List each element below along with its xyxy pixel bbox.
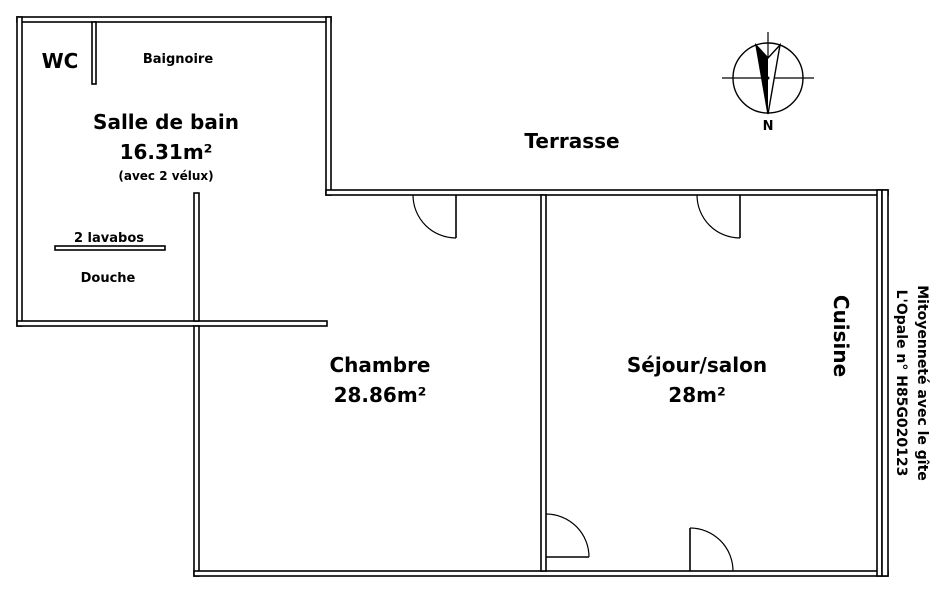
label-cuisine: Cuisine	[829, 295, 853, 377]
door-sejour	[696, 194, 741, 239]
compass: N	[722, 32, 814, 134]
label-salle-de-bain: Salle de bain	[93, 110, 239, 134]
label-salle-de-bain-area: 16.31m²	[120, 140, 213, 164]
label-douche: Douche	[81, 271, 136, 286]
label-chambre-area: 28.86m²	[334, 383, 427, 407]
walls	[16, 16, 889, 577]
door-interior	[545, 513, 590, 558]
label-mitoyennete-line2: L'Opale n° H85G020123	[893, 290, 909, 477]
doors	[412, 194, 741, 572]
label-sejour: Séjour/salon	[627, 353, 767, 377]
label-baignoire: Baignoire	[143, 52, 213, 67]
label-chambre: Chambre	[330, 353, 431, 377]
label-salle-de-bain-note: (avec 2 vélux)	[118, 169, 213, 183]
door-chambre	[412, 194, 457, 239]
door-exterior	[689, 527, 734, 572]
label-sejour-area: 28m²	[668, 383, 725, 407]
label-wc: WC	[42, 49, 79, 73]
label-terrasse: Terrasse	[524, 129, 619, 153]
label-lavabos: 2 lavabos	[74, 231, 144, 246]
compass-label: N	[763, 119, 774, 134]
label-mitoyennete-line1: Mitoyenneté avec le gîte	[914, 285, 930, 481]
